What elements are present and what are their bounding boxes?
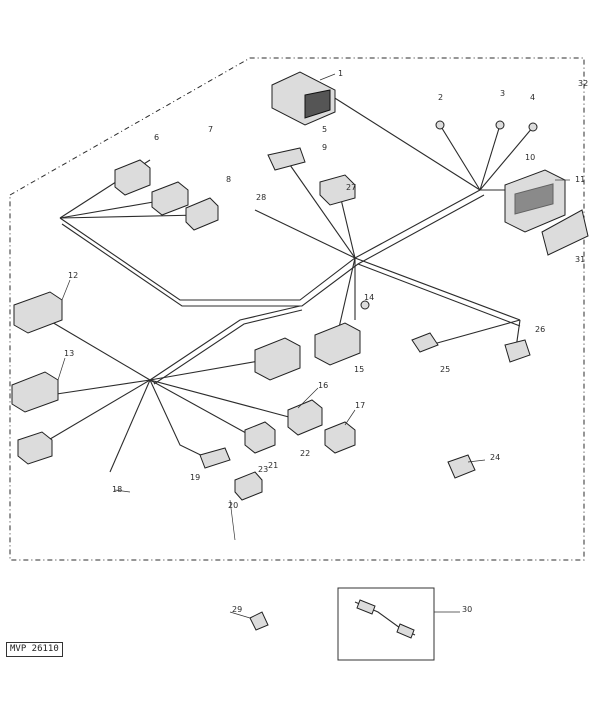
callout-4: 4 [530, 93, 535, 102]
callout-12: 12 [68, 271, 78, 280]
harness-board-outline [9, 57, 585, 561]
callout-6: 6 [154, 133, 159, 142]
connectors-left-group [11, 159, 219, 465]
callout-31: 31 [575, 255, 585, 264]
callout-21: 21 [268, 461, 278, 470]
figure-reference-code: MVP 26110 [6, 642, 63, 657]
callout-25: 25 [440, 365, 450, 374]
callout-32: 32 [578, 79, 588, 88]
callout-16: 16 [318, 381, 328, 390]
callout-30: 30 [462, 605, 472, 614]
leader-lines [57, 73, 570, 541]
callout-9: 9 [322, 143, 327, 152]
callout-28: 28 [256, 193, 266, 202]
callout-8: 8 [226, 175, 231, 184]
connector-large-top [271, 71, 336, 126]
callout-15: 15 [354, 365, 364, 374]
callout-26: 26 [535, 325, 545, 334]
callout-19: 19 [190, 473, 200, 482]
callout-1: 1 [338, 69, 343, 78]
connectors-right-group [360, 120, 538, 479]
callout-2: 2 [438, 93, 443, 102]
callout-10: 10 [525, 153, 535, 162]
callout-23: 23 [258, 465, 268, 474]
callout-17: 17 [355, 401, 365, 410]
callout-27: 27 [346, 183, 356, 192]
callout-13: 13 [64, 349, 74, 358]
callout-14: 14 [364, 293, 374, 302]
callout-3: 3 [500, 89, 505, 98]
callout-11: 11 [575, 175, 585, 184]
callout-29: 29 [232, 605, 242, 614]
callout-7: 7 [208, 125, 213, 134]
callout-18: 18 [112, 485, 122, 494]
callout-24: 24 [490, 453, 500, 462]
loose-part-bottom [229, 611, 269, 631]
detail-inset [337, 587, 460, 661]
callout-5: 5 [322, 125, 327, 134]
connectors-center-group [199, 147, 361, 501]
callout-20: 20 [228, 501, 238, 510]
control-unit-module [504, 169, 589, 256]
callout-22: 22 [300, 449, 310, 458]
